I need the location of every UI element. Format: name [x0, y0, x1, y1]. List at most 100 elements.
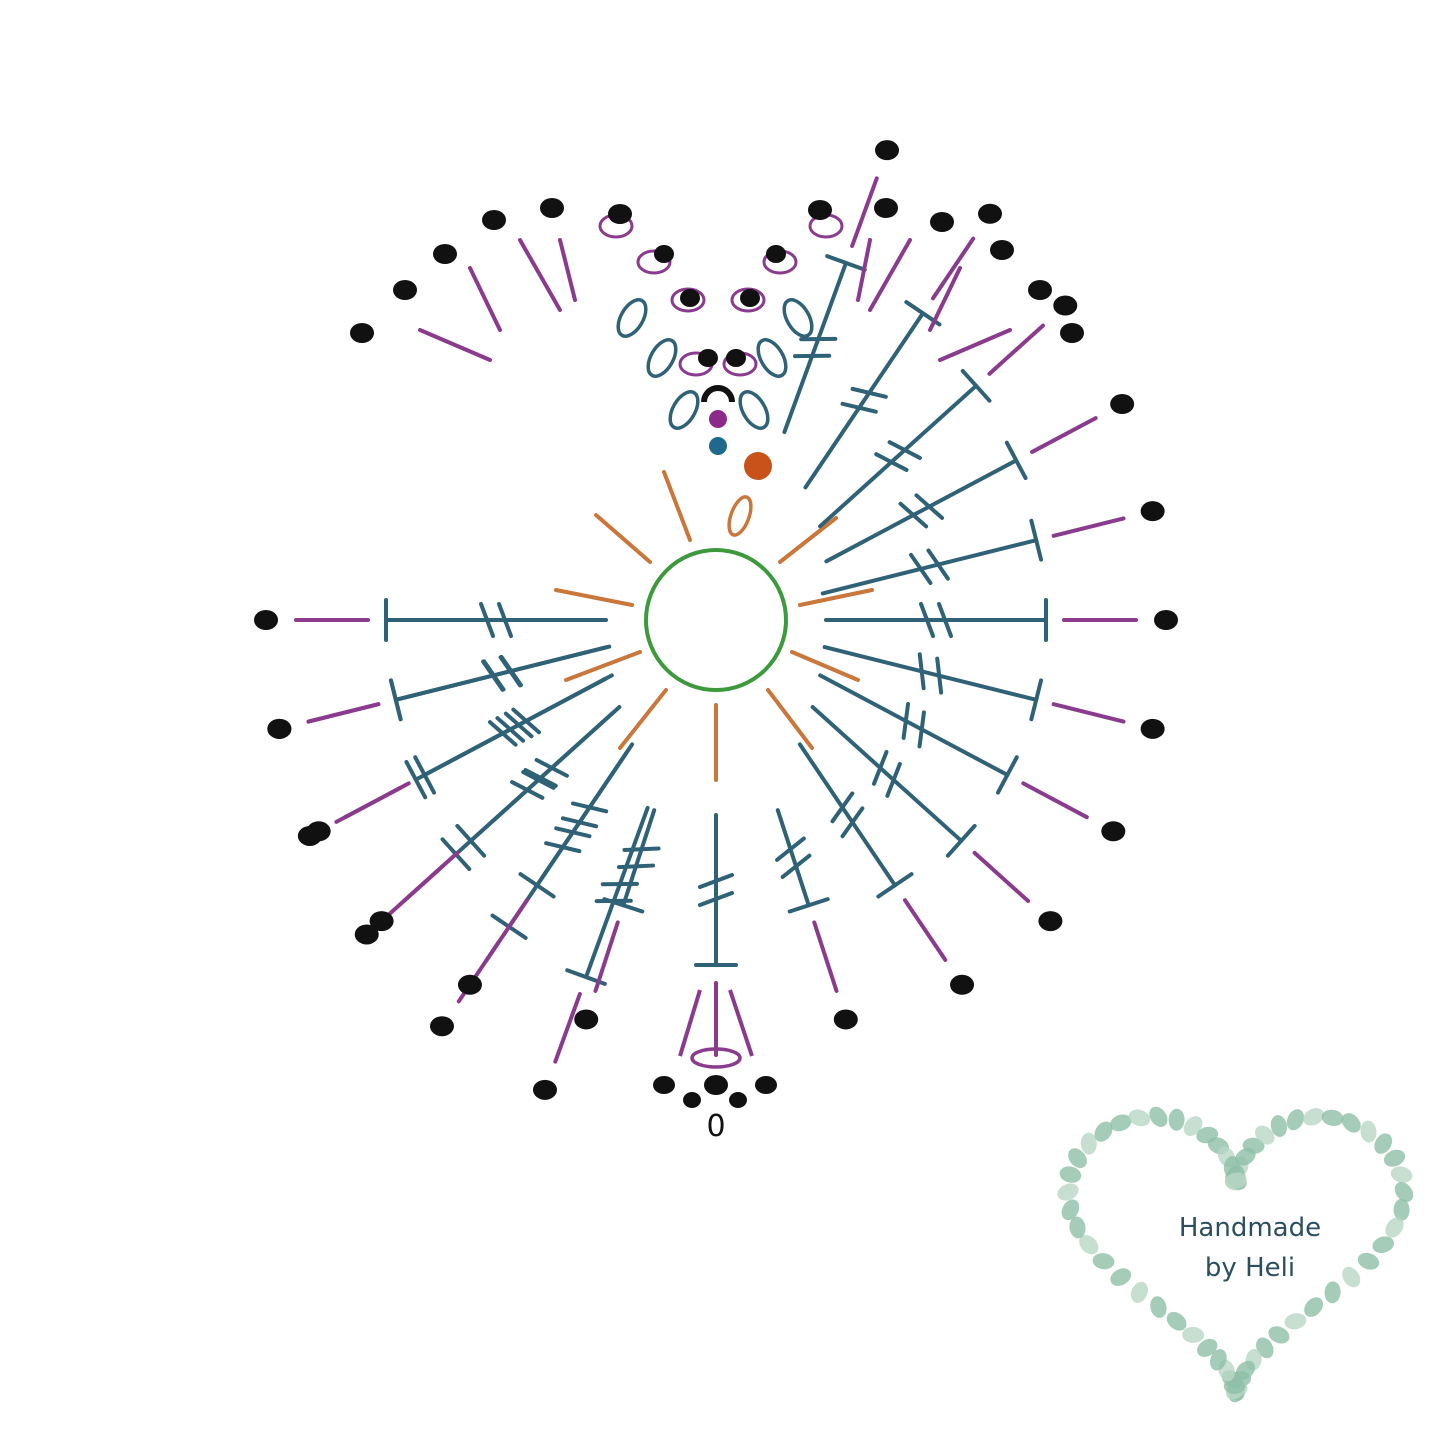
teal-cross-bar: [926, 548, 950, 581]
edge-stitch: [297, 825, 322, 846]
eucalyptus-leaf: [1069, 1216, 1086, 1239]
purple-stitch: [468, 266, 502, 332]
edge-stitch: [726, 349, 746, 367]
teal-cross-bar: [622, 846, 661, 852]
edge-stitch: [874, 198, 898, 218]
purple-stitch: [553, 991, 582, 1064]
eucalyptus-leaf: [1394, 1182, 1414, 1202]
teal-cross-bar: [898, 501, 929, 529]
edge-stitch: [482, 210, 506, 230]
eucalyptus-leaf: [1182, 1326, 1205, 1343]
edge-stitch: [875, 140, 900, 161]
teal-cross-bar: [698, 891, 734, 907]
teal-stitch: [797, 742, 897, 888]
edge-stitch: [267, 718, 292, 739]
chain-oval: [727, 495, 753, 537]
edge-stitch: [1154, 610, 1178, 630]
eucalyptus-leaf: [1360, 1120, 1377, 1143]
teal-cross-bar: [510, 780, 545, 800]
purple-loop: [670, 287, 706, 313]
eucalyptus-leaf: [1183, 1116, 1203, 1136]
logo-line-1: Handmade: [1178, 1213, 1322, 1243]
teal-cross-bar: [830, 791, 855, 824]
bottom-dot-3: [729, 1092, 747, 1108]
marker-orange: [744, 452, 772, 480]
teal-cross-bar: [917, 710, 926, 749]
purple-stitch: [306, 702, 381, 724]
edge-stitch: [1140, 718, 1165, 739]
purple-stitch: [558, 238, 577, 302]
eucalyptus-leaf: [1270, 1115, 1288, 1137]
purple-stitch: [418, 328, 492, 362]
eucalyptus-leaf: [1080, 1132, 1097, 1155]
eucalyptus-leaf: [1268, 1326, 1290, 1344]
eucalyptus-leaf: [1224, 1172, 1247, 1189]
edge-stitch: [354, 924, 379, 945]
teal-cross-bar: [887, 440, 922, 460]
teal-stitch-bar: [388, 678, 403, 722]
edge-stitch: [1101, 821, 1126, 842]
eucalyptus-leaf: [1390, 1166, 1413, 1183]
eucalyptus-leaf: [1197, 1338, 1218, 1357]
eucalyptus-leaf: [1342, 1266, 1361, 1288]
purple-stitch: [387, 864, 445, 917]
marker-purple: [709, 410, 727, 428]
edge-stitch: [766, 245, 786, 263]
eucalyptus-leaf: [1068, 1148, 1087, 1169]
eucalyptus-leaf: [1128, 1109, 1151, 1127]
purple-stitch: [518, 238, 562, 312]
heart-wreath-logo: [1057, 1106, 1414, 1403]
teal-cross-bar: [497, 602, 513, 638]
teal-cross-bar: [935, 656, 944, 695]
teal-cross-bar: [487, 720, 518, 747]
purple-stitch: [850, 176, 879, 249]
teal-cross-bar: [917, 652, 926, 691]
teal-stitch: [393, 644, 612, 702]
teal-stitch: [782, 260, 848, 435]
teal-stitch: [621, 808, 657, 908]
bottom-dot-1: [653, 1076, 675, 1094]
teal-cross-bar: [901, 701, 911, 740]
teal-stitch-bar: [1004, 440, 1028, 481]
teal-stitch-bar: [995, 755, 1019, 795]
edge-stitch: [457, 974, 482, 995]
teal-stitch-bar: [876, 872, 914, 899]
teal-cross-bar: [840, 401, 878, 414]
teal-stitch-bar: [404, 759, 428, 800]
teal-stitch-bar: [787, 897, 830, 914]
eucalyptus-leaf: [1166, 1311, 1187, 1331]
purple-stitch: [1051, 702, 1126, 724]
purple-stitch: [856, 238, 872, 302]
edge-stitch: [808, 200, 832, 220]
teal-cross-bar: [499, 654, 523, 688]
eucalyptus-leaf: [1304, 1297, 1324, 1317]
teal-stitch: [775, 808, 811, 908]
eucalyptus-leaf: [1286, 1109, 1305, 1131]
edge-stitch: [978, 203, 1003, 224]
eucalyptus-leaf: [1341, 1113, 1361, 1133]
edge-stitch: [930, 212, 954, 232]
edge-stitch: [433, 244, 457, 264]
purple-stitch: [938, 328, 1012, 362]
bottom-stitch-right: [728, 989, 754, 1057]
eucalyptus-leaf: [1168, 1108, 1185, 1131]
eucalyptus-leaf: [1255, 1125, 1275, 1145]
teal-cross-bar: [523, 768, 558, 788]
purple-stitch: [1030, 416, 1098, 454]
start-label: 0: [706, 1109, 725, 1144]
purple-loop: [730, 287, 766, 313]
eucalyptus-leaf: [1357, 1252, 1380, 1270]
purple-stitch: [928, 266, 962, 332]
teal-stitch: [822, 645, 1039, 702]
teal-stitch: [820, 538, 1039, 596]
bottom-dot-4: [755, 1076, 777, 1094]
teal-cross-bar: [871, 749, 889, 786]
edge-stitch: [574, 1009, 599, 1030]
eucalyptus-leaf: [1321, 1109, 1344, 1126]
purple-stitch: [868, 238, 912, 312]
eucalyptus-leaf: [1057, 1183, 1079, 1201]
purple-stitch: [812, 920, 839, 993]
eucalyptus-leaf: [1303, 1108, 1325, 1126]
purple-stitch: [903, 898, 948, 962]
